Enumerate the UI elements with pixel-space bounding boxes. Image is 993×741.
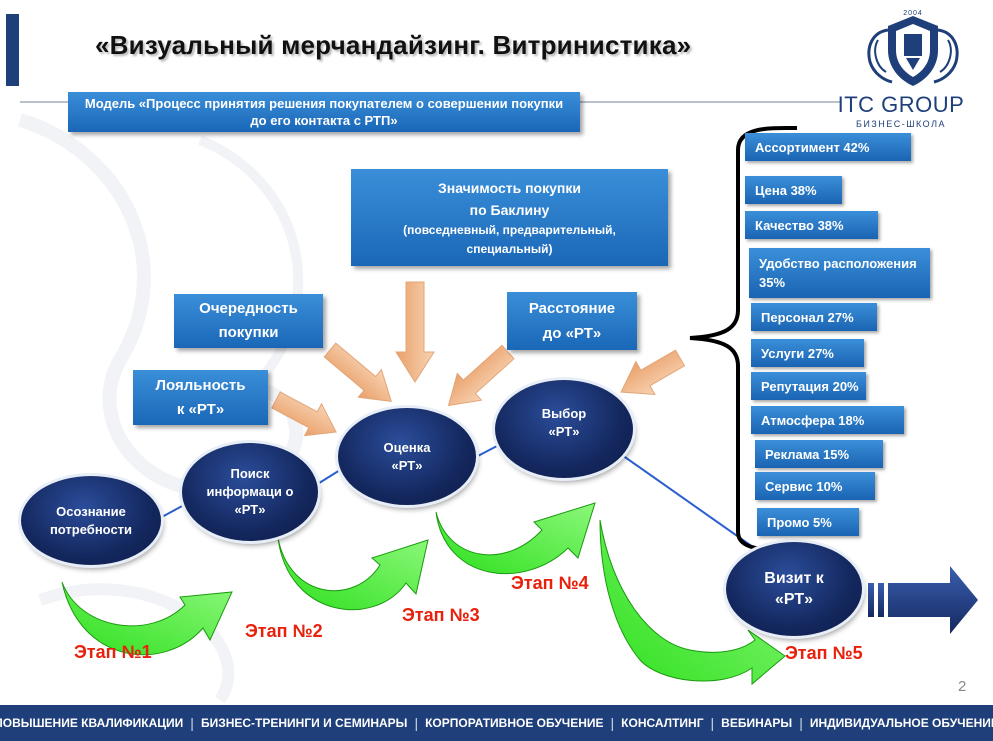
footer-link[interactable]: ПОВЫШЕНИЕ КВАЛИФИКАЦИИ (0, 716, 184, 730)
factor-item: Цена 38% (745, 176, 842, 204)
footer-link[interactable]: ИНДИВИДУАЛЬНОЕ ОБУЧЕНИЕ (809, 716, 993, 730)
step-visit: Визит к «РТ» (726, 542, 862, 636)
step-awareness: Осознание потребности (21, 476, 161, 565)
connector-line (315, 469, 341, 486)
step-label: Поиск информаци о «РТ» (206, 466, 294, 517)
slide-title: «Визуальный мерчандайзинг. Витринистика» (95, 30, 692, 60)
factor-item: Качество 38% (745, 211, 878, 239)
company-logo: 2004 (848, 10, 978, 130)
visit-arrow-icon (868, 566, 978, 634)
page-number: 2 (958, 678, 967, 695)
logo-year: 2004 (903, 10, 923, 17)
stage-label: Этап №5 (785, 643, 863, 663)
significance-box: Значимость покупки по Баклину (повседнев… (351, 169, 668, 266)
distance-line: до «РТ» (542, 325, 602, 342)
peach-arrow (395, 281, 435, 383)
footer-separator: | (799, 715, 803, 731)
stage-label: Этап №3 (402, 605, 480, 625)
order-box: Очередность покупки (174, 294, 323, 348)
factor-item: Услуги 27% (751, 339, 864, 367)
factor-item: Персонал 27% (751, 303, 877, 331)
loyalty-box: Лояльность к «РТ» (133, 370, 268, 425)
footer-separator: | (414, 715, 419, 731)
step-label: Осознание потребности (49, 503, 133, 537)
footer-link[interactable]: БИЗНЕС-ТРЕНИНГИ И СЕМИНАРЫ (200, 716, 408, 730)
distance-line: Расстояние (528, 300, 616, 317)
peach-arrow (323, 342, 392, 403)
peach-arrow (271, 391, 337, 437)
footer-bar: ПОВЫШЕНИЕ КВАЛИФИКАЦИИ | БИЗНЕС-ТРЕНИНГИ… (0, 705, 993, 741)
footer-separator: | (190, 715, 194, 731)
significance-line: Значимость покупки (438, 179, 581, 196)
step-label: Оценка «РТ» (383, 439, 431, 473)
green-curved-arrow (277, 537, 429, 611)
model-caption-box: Модель «Процесс принятия решения покупат… (68, 92, 580, 132)
step-label: Выбор «РТ» (541, 406, 587, 439)
step-choice: Выбор «РТ» (495, 380, 633, 478)
loyalty-line: к «РТ» (176, 400, 225, 418)
factor-item: Репутация 20% (751, 372, 866, 400)
green-curved-arrow (435, 502, 596, 575)
peach-arrow (447, 344, 515, 407)
order-line: Очередность (199, 300, 298, 317)
significance-detail: (повседневный, предварительный, (403, 222, 616, 237)
factor-item: Промо 5% (757, 508, 859, 536)
footer-separator: | (710, 715, 715, 731)
order-line: покупки (218, 324, 279, 341)
green-curved-arrow (61, 581, 233, 656)
stage-label: Этап №4 (511, 573, 589, 593)
step-evaluation: Оценка «РТ» (338, 408, 476, 505)
factor-item: Удобство расположения 35% (749, 248, 930, 298)
loyalty-line: Лояльность (155, 376, 246, 394)
logo-name: ITC GROUP (837, 92, 965, 117)
factor-item: Атмосфера 18% (751, 406, 904, 434)
factor-item: Ассортимент 42% (745, 133, 911, 161)
step-info-search: Поиск информаци о «РТ» (182, 443, 318, 541)
model-caption: Модель «Процесс принятия решения покупат… (84, 96, 564, 128)
footer-link[interactable]: КОНСАЛТИНГ (621, 716, 704, 730)
step-label: Визит к «РТ» (764, 570, 824, 608)
crest-icon (867, 16, 959, 86)
left-accent-bar (6, 14, 19, 86)
factor-item: Реклама 15% (755, 440, 883, 468)
logo-subtitle: БИЗНЕС-ШКОЛА (855, 119, 946, 129)
green-curved-arrow (599, 519, 786, 686)
distance-box: Расстояние до «РТ» (507, 292, 637, 350)
footer-link[interactable]: ВЕБИНАРЫ (721, 716, 793, 730)
stage-label: Этап №2 (245, 621, 323, 641)
peach-arrow (620, 349, 686, 396)
connector-line (159, 504, 185, 519)
stage-label: Этап №1 (74, 642, 152, 662)
footer-separator: | (610, 715, 615, 731)
factor-item: Сервис 10% (755, 472, 875, 500)
significance-detail: специальный) (466, 241, 553, 256)
significance-line: по Баклину (469, 201, 550, 218)
footer-link[interactable]: КОРПОРАТИВНОЕ ОБУЧЕНИЕ (425, 716, 604, 730)
connector-line (473, 445, 498, 459)
